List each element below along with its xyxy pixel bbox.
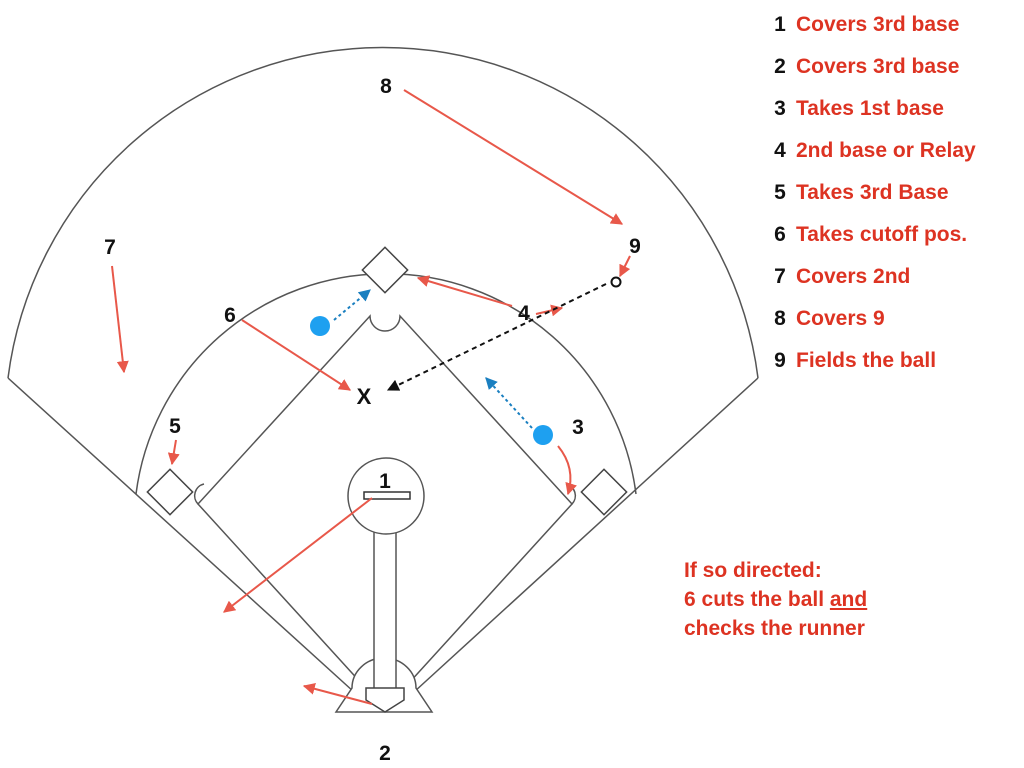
legend-text: 2nd base or Relay bbox=[796, 139, 976, 162]
legend-item: 2 Covers 3rd base bbox=[764, 50, 976, 92]
position-label-1: 1 bbox=[379, 470, 391, 493]
runner-near-second bbox=[310, 316, 330, 336]
legend-text: Takes cutoff pos. bbox=[796, 223, 968, 246]
second-base bbox=[361, 246, 409, 294]
position-label-4: 4 bbox=[518, 302, 530, 325]
note-line-2-text: 6 cuts the ball bbox=[684, 588, 830, 611]
note-line-1: If so directed: bbox=[684, 559, 822, 582]
runner-path-to-second bbox=[333, 289, 371, 321]
throw-to-cutoff bbox=[386, 283, 607, 391]
legend-item: 6 Takes cutoff pos. bbox=[764, 218, 976, 260]
legend-number: 3 bbox=[774, 97, 786, 120]
legend-number: 7 bbox=[774, 265, 786, 288]
note-line-3: checks the runner bbox=[684, 617, 865, 640]
legend-item: 9 Fields the ball bbox=[764, 344, 976, 386]
position-label-6: 6 bbox=[224, 304, 236, 327]
position-label-7: 7 bbox=[104, 236, 116, 259]
position-label-2: 2 bbox=[379, 742, 391, 765]
legend-number: 2 bbox=[774, 55, 786, 78]
legend-text: Fields the ball bbox=[796, 349, 937, 372]
arrow-2 bbox=[302, 682, 373, 705]
legend-item: 4 2nd base or Relay bbox=[764, 134, 976, 176]
legend-text: Covers 3rd base bbox=[796, 55, 960, 78]
legend-text: Covers 2nd bbox=[796, 265, 911, 288]
note-line-2: 6 cuts the ball and bbox=[684, 585, 867, 614]
legend-number: 1 bbox=[774, 13, 786, 36]
legend-number: 4 bbox=[774, 139, 786, 162]
legend-number: 9 bbox=[774, 349, 786, 372]
cutoff-x-mark: X bbox=[357, 384, 372, 409]
legend-item: 5 Takes 3rd Base bbox=[764, 176, 976, 218]
infield-diamond bbox=[196, 314, 574, 685]
position-label-9: 9 bbox=[629, 235, 641, 258]
right-foul-line bbox=[413, 377, 759, 693]
legend-item: 8 Covers 9 bbox=[764, 302, 976, 344]
arrow-9 bbox=[619, 255, 631, 278]
legend-number: 5 bbox=[774, 181, 786, 204]
legend-text: Takes 3rd Base bbox=[796, 181, 949, 204]
third-base-cutout bbox=[193, 483, 205, 505]
arrow-8-to-9 bbox=[403, 89, 624, 225]
arrow-1 bbox=[223, 497, 373, 613]
mound-path bbox=[373, 527, 397, 691]
position-label-5: 5 bbox=[169, 415, 181, 438]
legend-item: 1 Covers 3rd base bbox=[764, 8, 976, 50]
legend-item: 3 Takes 1st base bbox=[764, 92, 976, 134]
position-label-8: 8 bbox=[380, 75, 392, 98]
legend-number: 8 bbox=[774, 307, 786, 330]
pitchers-rubber bbox=[363, 491, 411, 500]
runner-near-first bbox=[533, 425, 553, 445]
arrow-5 bbox=[167, 439, 180, 466]
left-foul-line bbox=[7, 377, 355, 693]
ball-marker bbox=[610, 276, 622, 288]
arrow-7 bbox=[111, 265, 129, 374]
outfield-fence bbox=[7, 46, 759, 379]
legend-number: 6 bbox=[774, 223, 786, 246]
legend-text: Takes 1st base bbox=[796, 97, 944, 120]
legend-item: 7 Covers 2nd bbox=[764, 260, 976, 302]
directed-note: If so directed: 6 cuts the ball and chec… bbox=[684, 556, 867, 643]
home-plate bbox=[365, 687, 405, 713]
first-base bbox=[580, 468, 628, 516]
arrow-6-to-cutoff bbox=[241, 319, 352, 391]
arrow-4-to-second bbox=[416, 275, 513, 307]
arrow-3-to-first bbox=[557, 445, 577, 496]
third-base bbox=[146, 468, 194, 516]
legend-text: Covers 3rd base bbox=[796, 13, 960, 36]
legend-text: Covers 9 bbox=[796, 307, 885, 330]
note-underlined-word: and bbox=[829, 588, 868, 611]
position-label-3: 3 bbox=[572, 416, 584, 439]
runner-path-from-first bbox=[485, 377, 533, 429]
